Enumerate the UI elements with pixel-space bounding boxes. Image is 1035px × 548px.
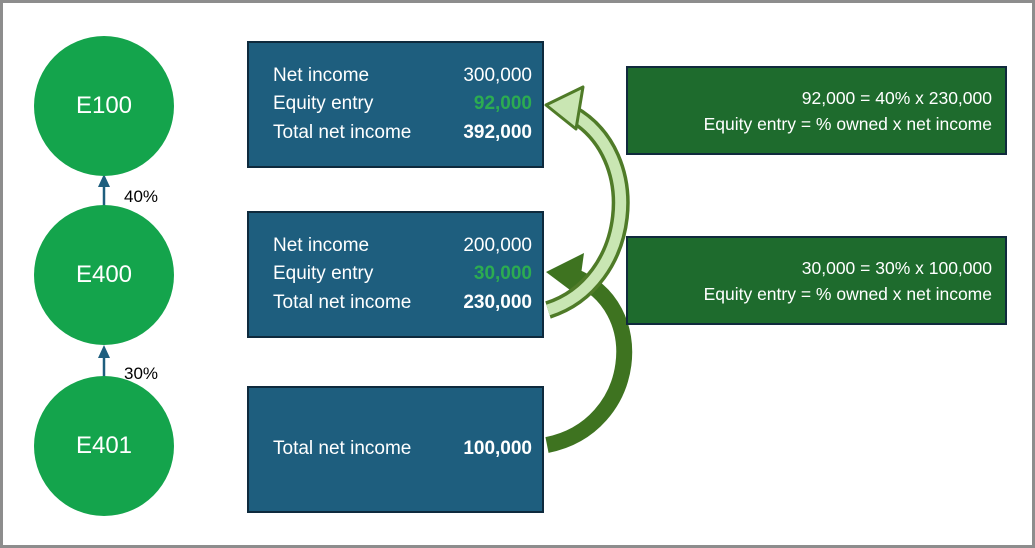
- row-label: Total net income: [273, 291, 412, 313]
- row-value-equity: 30,000: [473, 263, 532, 285]
- callout-rule: Equity entry = % owned x net income: [703, 113, 992, 134]
- callout-rule: Equity entry = % owned x net income: [703, 283, 992, 304]
- row-label: Equity entry: [273, 93, 374, 115]
- row-value-equity: 92,000: [473, 93, 532, 115]
- entity-circle-e401: E401: [34, 376, 174, 516]
- income-row: Total net income 230,000: [273, 289, 532, 318]
- row-value: 200,000: [463, 234, 532, 256]
- income-row: Net income 300,000: [273, 62, 532, 91]
- row-value-total: 230,000: [463, 291, 532, 313]
- income-box-bottom: Total net income 100,000: [247, 386, 544, 513]
- income-row: Total net income 100,000: [273, 435, 532, 464]
- callout-formula: 92,000 = 40% x 230,000: [801, 87, 992, 108]
- entity-circle-e400: E400: [34, 205, 174, 345]
- ownership-percent-label-40: 40%: [124, 187, 159, 206]
- entity-label: E100: [75, 92, 133, 119]
- curved-arrow-230000-to-92000: [544, 85, 630, 319]
- row-label: Net income: [273, 64, 370, 86]
- income-row: Total net income 392,000: [273, 119, 532, 148]
- entity-label: E401: [75, 432, 133, 459]
- row-label: Total net income: [273, 438, 412, 460]
- row-label: Equity entry: [273, 263, 374, 285]
- income-row: Equity entry 92,000: [273, 90, 532, 119]
- entity-label: E400: [75, 261, 133, 288]
- entity-circle-e100: E100: [34, 36, 174, 176]
- callout-equity-92000: 92,000 = 40% x 230,000 Equity entry = % …: [626, 66, 1007, 155]
- curved-arrow-100000-to-30000: [545, 253, 633, 453]
- row-label: Total net income: [273, 121, 412, 143]
- row-value: 300,000: [463, 64, 532, 86]
- ownership-percent-label-30: 30%: [124, 364, 159, 383]
- ownership-arrow-e401-e400: [98, 345, 110, 377]
- income-box-top: Net income 300,000 Equity entry 92,000 T…: [247, 41, 544, 168]
- row-value-total: 100,000: [463, 438, 532, 460]
- income-row: Net income 200,000: [273, 232, 532, 261]
- ownership-arrow-e400-e100: [98, 174, 110, 206]
- callout-equity-30000: 30,000 = 30% x 100,000 Equity entry = % …: [626, 236, 1007, 325]
- income-box-middle: Net income 200,000 Equity entry 30,000 T…: [247, 211, 544, 338]
- row-value-total: 392,000: [463, 121, 532, 143]
- callout-formula: 30,000 = 30% x 100,000: [801, 257, 992, 278]
- row-label: Net income: [273, 234, 370, 256]
- income-row: Equity entry 30,000: [273, 260, 532, 289]
